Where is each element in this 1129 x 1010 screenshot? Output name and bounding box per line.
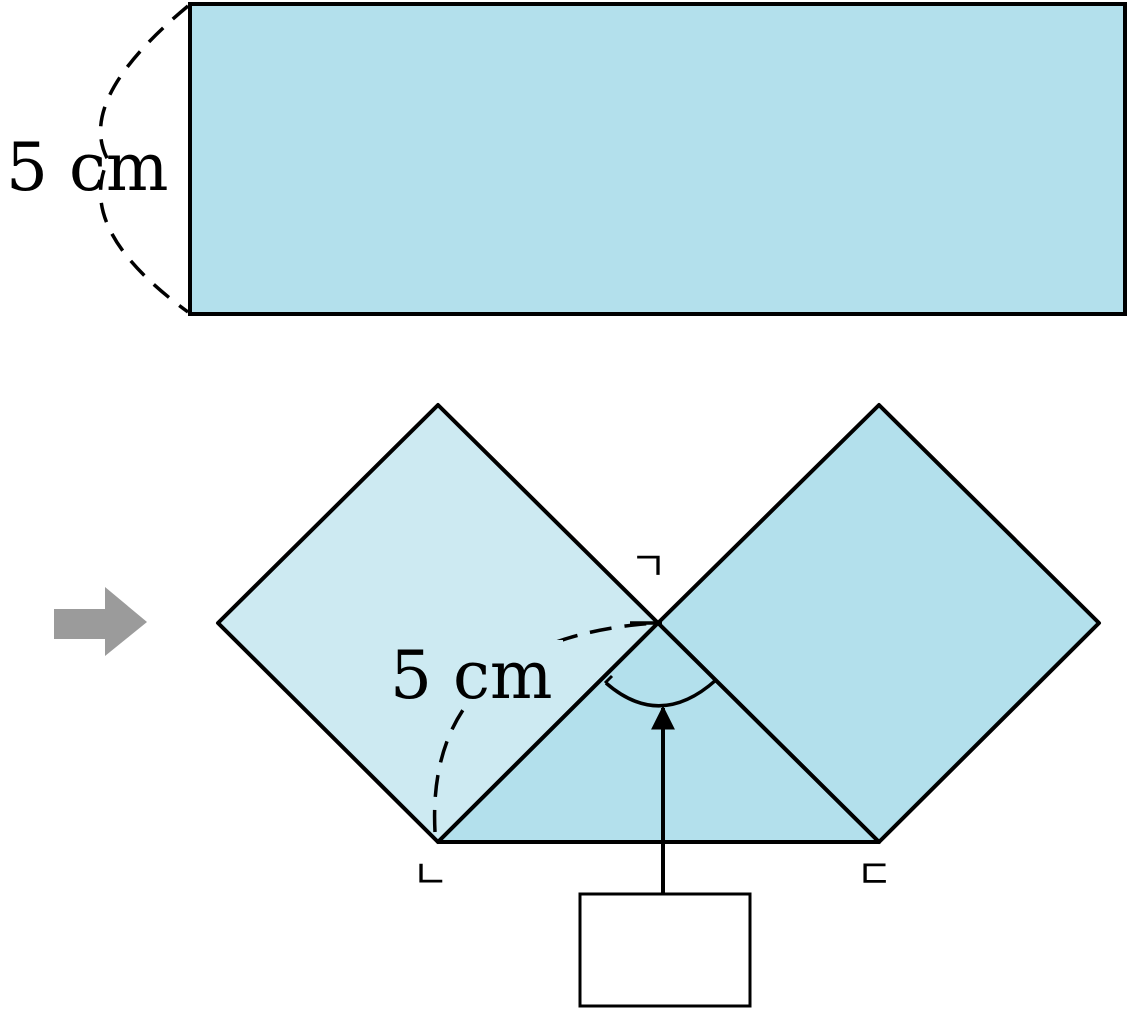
paper-strip [188,2,1127,316]
angle-tick-right [708,672,718,682]
fold-label-bg [385,640,563,704]
hidden-edge-dashed [656,621,881,844]
right-arrow-icon [54,587,147,656]
vertex-top-label: ㄱ [630,544,667,590]
vertex-right-label: ㄷ [856,852,893,898]
strip-dimension-brace [98,4,190,314]
fold-dimension-label: 5 cm [390,637,553,714]
strip-dimension-label: 5 cm [6,129,169,206]
vertex-left-label: ㄴ [412,852,449,898]
angle-tick-left [603,674,614,685]
answer-box[interactable] [578,892,752,1008]
